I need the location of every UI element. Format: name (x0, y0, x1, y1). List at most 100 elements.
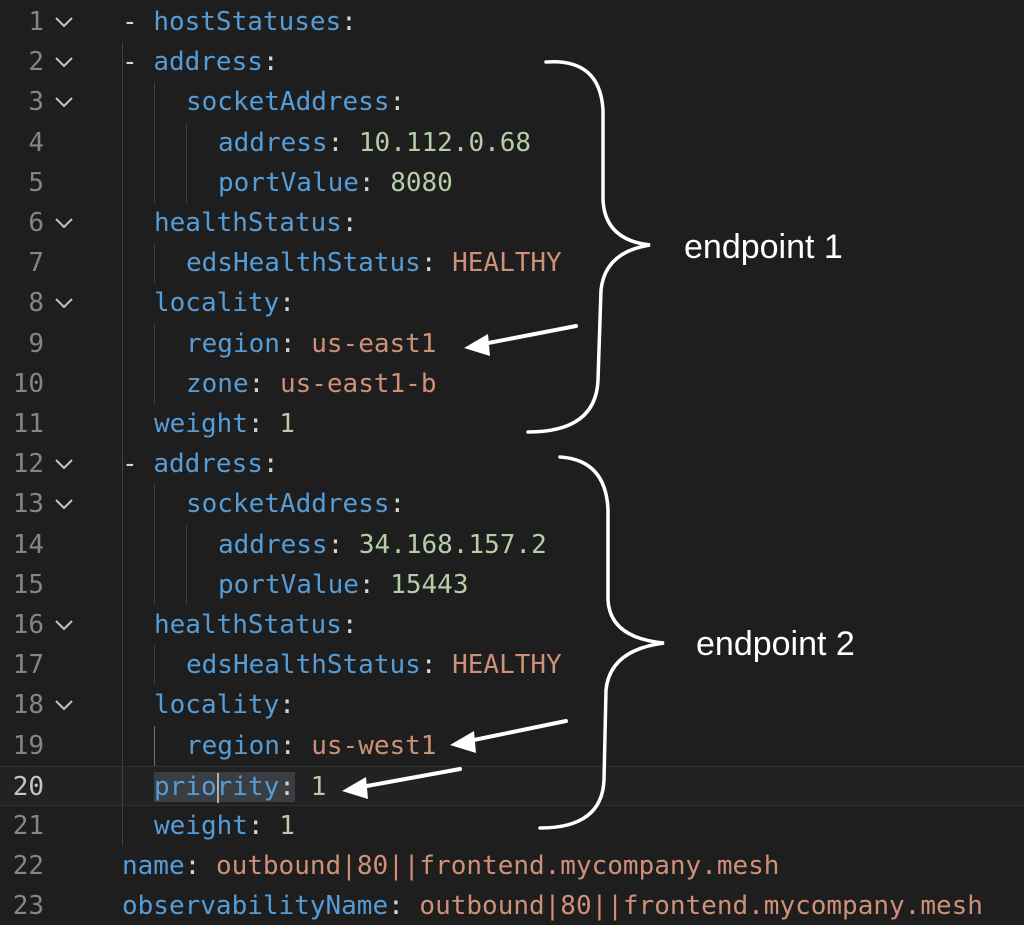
code-token: : (389, 489, 406, 520)
code-token: socketAddress (186, 489, 390, 520)
code-text: zone: us-east1-b (186, 364, 436, 404)
code-line[interactable]: 14 address: 34.168.157.2 (0, 525, 1024, 565)
code-token: - (122, 449, 154, 480)
line-number: 16 (12, 610, 44, 640)
code-token: healthStatus (154, 208, 342, 238)
code-text: healthStatus: (154, 605, 358, 645)
code-text: address: 10.112.0.68 (218, 123, 531, 163)
code-token: 1 (310, 771, 327, 802)
code-line[interactable]: 2- address: (0, 42, 1024, 82)
chevron-down-icon[interactable] (50, 283, 78, 323)
chevron-down-icon[interactable] (50, 203, 78, 243)
line-number: 22 (12, 851, 44, 882)
code-token: region (186, 730, 280, 761)
text-cursor (216, 772, 219, 803)
code-token: outbound|80||frontend.mycompany.mesh (215, 851, 780, 882)
code-token: HEALTHY (452, 650, 562, 681)
code-line[interactable]: 11 weight: 1 (0, 404, 1024, 444)
code-token: portValue (218, 569, 359, 600)
code-token: observabilityName (122, 891, 389, 922)
endpoint-1-label: endpoint 1 (684, 228, 843, 266)
code-token (295, 772, 311, 802)
indent-guide (154, 82, 155, 203)
code-token: region (186, 328, 280, 359)
code-line[interactable]: 22 name: outbound|80||frontend.mycompany.… (0, 846, 1024, 886)
chevron-down-icon[interactable] (50, 2, 78, 42)
chevron-down-icon[interactable] (50, 444, 78, 484)
code-token: edsHealthStatus (186, 650, 421, 681)
code-line[interactable]: 17 edsHealthStatus: HEALTHY (0, 645, 1024, 685)
line-number: 23 (12, 891, 44, 922)
code-token: : (388, 891, 420, 922)
code-text: portValue: 15443 (218, 565, 468, 605)
chevron-down-icon[interactable] (50, 605, 78, 645)
indent-guide (154, 484, 155, 605)
code-line[interactable]: 1- hostStatuses: (0, 2, 1024, 42)
line-number: 14 (12, 529, 44, 560)
code-token: portValue (218, 167, 359, 198)
code-token: : (247, 811, 280, 841)
code-line[interactable]: 5 portValue: 8080 (0, 163, 1024, 203)
code-token: name (122, 851, 185, 882)
line-number: 20 (12, 771, 44, 802)
code-token: : (358, 569, 391, 600)
line-number: 15 (12, 569, 44, 600)
code-token: 15443 (390, 569, 469, 600)
code-text: portValue: 8080 (218, 163, 453, 203)
code-token: : (327, 127, 359, 158)
indent-guide (154, 645, 155, 686)
chevron-down-icon[interactable] (50, 484, 78, 524)
chevron-down-icon[interactable] (50, 42, 78, 82)
code-text: priority: 1 (154, 767, 326, 807)
code-token: 1 (279, 811, 295, 841)
indent-guide (186, 524, 187, 605)
indent-guide (154, 323, 155, 404)
code-text: address: 34.168.157.2 (218, 525, 547, 565)
code-line[interactable]: 20 priority: 1 (0, 765, 1024, 807)
code-token: 10.112.0.68 (358, 127, 532, 158)
line-number: 10 (12, 368, 44, 399)
code-token: : (389, 87, 406, 118)
code-token: : (279, 328, 312, 359)
code-token: healthStatus (154, 610, 342, 640)
code-token: : (262, 449, 279, 480)
code-token: : (279, 690, 295, 721)
code-token: : (184, 851, 216, 882)
code-token: - (122, 47, 154, 78)
code-line[interactable]: 15 portValue: 15443 (0, 565, 1024, 605)
code-token: us-east1-b (279, 368, 437, 399)
code-token: : (341, 7, 357, 37)
chevron-down-icon[interactable] (50, 82, 78, 122)
indent-guide (186, 122, 187, 203)
line-number: 11 (12, 409, 44, 439)
code-line[interactable]: 12- address: (0, 444, 1024, 484)
code-line[interactable]: 10 zone: us-east1-b (0, 364, 1024, 404)
chevron-down-icon[interactable] (50, 685, 78, 725)
code-text: edsHealthStatus: HEALTHY (186, 645, 562, 685)
code-token: : (341, 208, 358, 238)
line-number: 17 (12, 650, 44, 681)
code-token: : (420, 248, 453, 279)
code-text: name: outbound|80||frontend.mycompany.me… (122, 846, 779, 886)
code-token: us-east1 (311, 328, 437, 359)
line-number: 5 (28, 167, 44, 198)
code-line[interactable]: 16 healthStatus: (0, 605, 1024, 645)
code-token: prio (154, 771, 217, 802)
code-text: socketAddress: (186, 82, 405, 122)
line-number: 19 (12, 730, 44, 761)
line-number: 12 (12, 449, 44, 480)
code-text: socketAddress: (186, 484, 405, 524)
code-text: weight: 1 (154, 404, 295, 444)
code-token: : (279, 288, 295, 319)
